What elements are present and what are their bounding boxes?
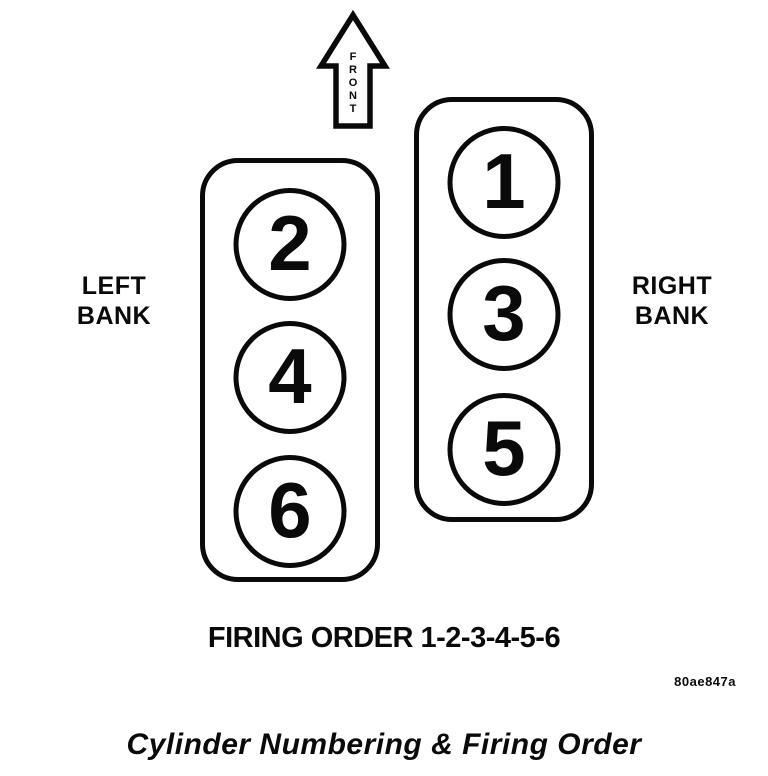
cylinder-2-number: 2 (268, 198, 312, 287)
left-bank-label-line2: BANK (76, 302, 152, 330)
cylinder-5: 5 (447, 393, 561, 506)
right-bank-label-line2: BANK (634, 302, 710, 330)
front-letter: R (349, 64, 357, 76)
left-bank-box: 2 4 6 (200, 158, 380, 582)
cylinder-1-number: 1 (482, 136, 526, 225)
right-bank-box: 1 3 5 (414, 97, 594, 522)
front-arrow-label: F R O N T (315, 52, 391, 115)
front-letter: T (349, 103, 357, 115)
left-bank-label-line1: LEFT (81, 272, 147, 300)
cylinder-6-number: 6 (268, 465, 312, 554)
cylinder-4-number: 4 (268, 331, 312, 420)
cylinder-2: 2 (233, 188, 347, 301)
cylinder-6: 6 (233, 455, 347, 568)
figure-caption: Cylinder Numbering & Firing Order (126, 728, 642, 761)
cylinder-1: 1 (447, 126, 561, 239)
front-arrow: F R O N T (315, 10, 391, 130)
front-letter: O (348, 77, 358, 89)
cylinder-5-number: 5 (482, 403, 526, 492)
front-letter: F (349, 51, 357, 63)
left-bank-label: LEFT BANK (44, 271, 184, 331)
right-bank-label: RIGHT BANK (602, 271, 742, 331)
front-letter: N (349, 90, 357, 102)
cylinder-4: 4 (233, 321, 347, 434)
firing-order-text: FIRING ORDER 1-2-3-4-5-6 (207, 622, 561, 654)
right-bank-label-line1: RIGHT (631, 272, 713, 300)
cylinder-3: 3 (447, 258, 561, 371)
front-arrow-shape (316, 10, 390, 129)
figure-code: 80ae847a (674, 674, 736, 689)
cylinder-3-number: 3 (482, 268, 526, 357)
